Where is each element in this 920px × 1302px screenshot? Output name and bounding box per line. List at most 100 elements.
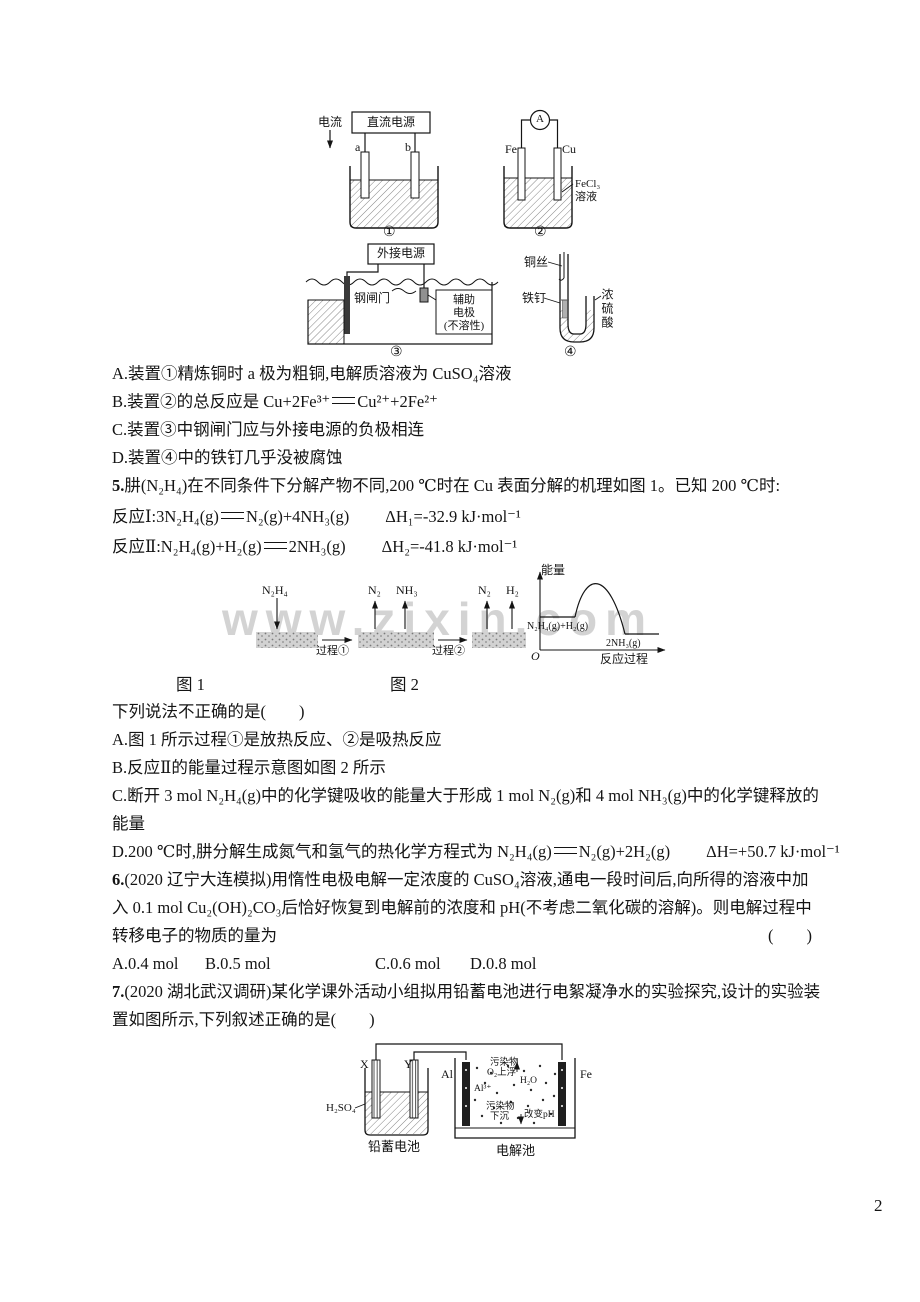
pollutant-top-label: 污染物 xyxy=(490,1058,519,1068)
q4-option-c-text: C.装置③中钢闸门应与外接电源的负极相连 xyxy=(112,420,425,439)
aux-label-line1: 辅助 xyxy=(453,294,475,306)
electrode-a xyxy=(360,151,370,199)
fecl3-liquid xyxy=(504,178,572,228)
fig1-process1-label: 过程① xyxy=(316,645,349,657)
q7-line2: 置如图所示,下列叙述正确的是( ) xyxy=(112,1010,375,1029)
fe-electrode xyxy=(558,1062,566,1126)
aux-label-box xyxy=(435,289,493,335)
ammeter-label: A xyxy=(536,113,544,125)
q4-option-a-text: A.装置①精炼铜时 a 极为粗铜,电解质溶液为 CuSO₄溶液 xyxy=(112,364,512,383)
equation-equals xyxy=(553,847,577,854)
q6-line2: 入 0.1 mol Cu₂(OH)₂CO₃后恰好恢复到电解前的浓度和 pH(不考… xyxy=(112,898,812,917)
q5-option-c-line2: 能量 xyxy=(112,814,145,833)
fig2-products-label: 2NH₃(g) xyxy=(606,638,641,649)
fig1-h2-label: H₂ xyxy=(506,583,519,597)
diagram-1-number: ① xyxy=(383,225,396,240)
fecl3-label: FeCl₃ xyxy=(575,178,601,190)
fig1-process2-label: 过程② xyxy=(432,645,465,657)
q7-line1: 7.(2020 湖北武汉调研)某化学课外活动小组拟用铅蓄电池进行电絮凝净水的实验… xyxy=(112,981,820,1003)
outer-wire xyxy=(375,1043,563,1060)
q5-option-a: A.图 1 所示过程①是放热反应、②是吸热反应 xyxy=(112,730,442,749)
q4-option-b-right: Cu²⁺+2Fe²⁺ xyxy=(357,392,438,411)
change-ph-label: 改变pH xyxy=(524,1110,555,1120)
diagram-4-number: ④ xyxy=(564,345,577,360)
diagram-2-number: ② xyxy=(534,225,547,240)
electrode-y xyxy=(409,1059,419,1119)
pollutant-bottom-label: 污染物 xyxy=(486,1102,515,1112)
beaker-1 xyxy=(349,166,439,229)
fig2-reactants-label: N₂H₄(g)+H₂(g) xyxy=(527,621,589,632)
acid-label: 浓硫酸 xyxy=(600,288,614,330)
battery-beaker xyxy=(364,1068,429,1136)
cu-label: Cu xyxy=(562,142,577,156)
electrode-x-label: X xyxy=(360,1057,369,1071)
q4-option-c: C.装置③中钢闸门应与外接电源的负极相连 xyxy=(112,419,424,441)
external-power-box xyxy=(367,243,435,265)
cu-surface-1 xyxy=(256,632,318,648)
fig2-x-label: 反应过程 xyxy=(600,652,649,666)
al-label: Al xyxy=(441,1067,453,1081)
aux-electrode xyxy=(419,287,429,303)
dc-power-box xyxy=(351,111,431,134)
q6-line3: 转移电子的物质的量为 xyxy=(112,926,277,945)
steel-gate-label: 钢闸门 xyxy=(354,291,391,305)
q7-number: 7. xyxy=(112,982,125,1001)
figure-1-mechanism xyxy=(256,598,526,648)
electrode-b xyxy=(410,151,420,199)
diagram-2-galvanic-cell xyxy=(503,109,574,229)
q5-reaction-1: 反应Ⅰ:3N₂H₄(g)N₂(g)+4NH₃(g)ΔH₁=-32.9 kJ·mo… xyxy=(112,506,521,528)
battery-label: 铅蓄电池 xyxy=(368,1139,421,1154)
inner-wire xyxy=(413,1051,467,1060)
fig1-n2-label-2: N₂ xyxy=(478,583,491,597)
q6-line1: 6.(2020 辽宁大连模拟)用惰性电极电解一定浓度的 CuSO₄溶液,通电一段… xyxy=(112,869,808,891)
q4-option-d-text: D.装置④中的铁钉几乎没被腐蚀 xyxy=(112,448,343,467)
copper-wire-label: 铜丝 xyxy=(524,255,549,269)
pollutant-dots xyxy=(473,1064,557,1125)
diagram-1-copper-refining xyxy=(327,111,439,229)
q5-question: 下列说法不正确的是( ) xyxy=(112,702,305,721)
q5-stem-text: 肼(N₂H₄)在不同条件下分解产物不同,200 ℃时在 Cu 表面分解的机理如图… xyxy=(124,476,781,495)
equation-equals xyxy=(220,512,244,519)
sink-label: 下沉 xyxy=(490,1112,510,1122)
q4-option-d: D.装置④中的铁钉几乎没被腐蚀 xyxy=(112,447,343,469)
q6-option-b: B.0.5 mol xyxy=(205,954,271,973)
fig2-y-label: 能量 xyxy=(541,563,566,577)
steel-gate xyxy=(344,276,350,334)
rxn2-enthalpy: ΔH₂=-41.8 kJ·mol⁻¹ xyxy=(381,537,518,556)
o2-float-label: O₂上浮 xyxy=(487,1068,517,1078)
rxn1-left: 反应Ⅰ:3N₂H₄(g) xyxy=(112,507,219,526)
acid-liquid xyxy=(560,310,594,342)
dam-ground xyxy=(307,299,345,345)
q5-number: 5. xyxy=(112,476,125,495)
q5-option-d-right: N₂(g)+2H₂(g) xyxy=(578,842,671,861)
electrode-y-label: Y xyxy=(404,1057,413,1071)
al-electrode xyxy=(462,1062,470,1126)
page-number: 2 xyxy=(874,1196,883,1215)
external-power-label: 外接电源 xyxy=(376,246,425,260)
cu-surface-3 xyxy=(472,632,526,648)
fe-label-q7: Fe xyxy=(580,1067,592,1081)
fe-label: Fe xyxy=(505,142,517,156)
electrode-a-label: a xyxy=(355,140,361,154)
cu-surface-2 xyxy=(358,632,434,648)
aux-label-line2: 电极 xyxy=(453,307,475,319)
q4-option-b: B.装置②的总反应是 Cu+2Fe³⁺ Cu²⁺+2Fe²⁺ xyxy=(112,391,438,413)
al-ion-label: Al³⁺ xyxy=(474,1084,492,1094)
electrolysis-cell-label: 电解池 xyxy=(496,1143,536,1158)
diagram-3-cathodic-protection xyxy=(305,243,499,345)
electrolysis-tank xyxy=(454,1058,576,1139)
h2so4-label: H₂SO₄ xyxy=(326,1102,356,1114)
q6-answer-bracket: ( ) xyxy=(768,926,812,945)
q5-option-b: B.反应Ⅱ的能量过程示意图如图 2 所示 xyxy=(112,758,386,777)
fig1-caption: 图 1 xyxy=(176,675,205,694)
q6-number: 6. xyxy=(112,870,125,889)
rxn1-right: N₂(g)+4NH₃(g) xyxy=(245,507,350,526)
q4-option-b-left: B.装置②的总反应是 Cu+2Fe³⁺ xyxy=(112,392,331,411)
q6-line1-text: (2020 辽宁大连模拟)用惰性电极电解一定浓度的 CuSO₄溶液,通电一段时间… xyxy=(124,870,809,889)
fig1-n2-label-1: N₂ xyxy=(368,583,381,597)
beaker-2 xyxy=(503,166,573,229)
u-tube-inner xyxy=(567,254,587,335)
energy-curve xyxy=(574,583,626,635)
iron-nail xyxy=(562,299,568,319)
